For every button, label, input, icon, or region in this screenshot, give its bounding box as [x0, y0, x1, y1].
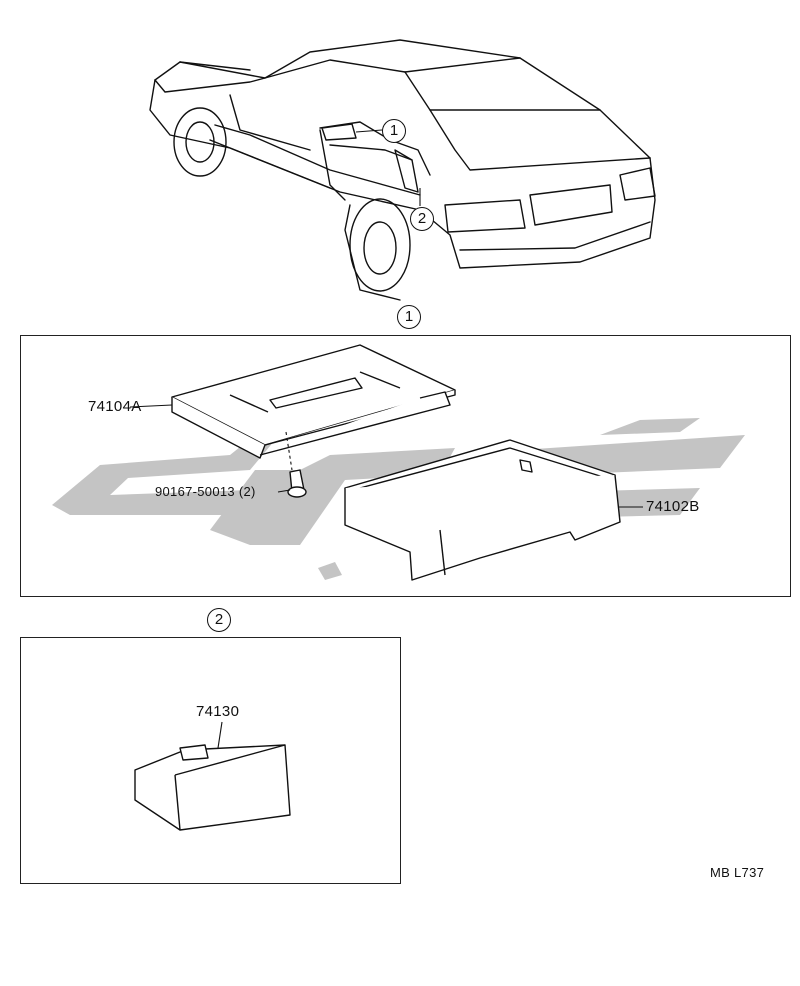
part-label-74130: 74130 [196, 703, 240, 720]
part-label-screw: 90167-50013 (2) [155, 484, 256, 499]
front-wheel [173, 107, 227, 177]
car-callout-1: 1 [382, 119, 406, 143]
rear-lamp-left [444, 199, 526, 233]
leader-screw [277, 489, 291, 493]
part-label-74104a: 74104A [88, 398, 142, 415]
part-label-74102b: 74102B [646, 498, 700, 515]
car-callout-2: 2 [410, 207, 434, 231]
group-1-panel [20, 335, 791, 597]
diagram-code: MB L737 [710, 865, 765, 880]
ashtray-body [134, 744, 291, 831]
group-2-callout: 2 [207, 608, 231, 632]
rear-lamp-right [619, 167, 656, 201]
car-roof-line [264, 39, 651, 159]
group-1-callout: 1 [397, 305, 421, 329]
leader-ashtray [217, 721, 223, 749]
leader-bracket [129, 404, 173, 408]
rear-wheel [349, 198, 411, 292]
group-2-panel [20, 637, 401, 884]
